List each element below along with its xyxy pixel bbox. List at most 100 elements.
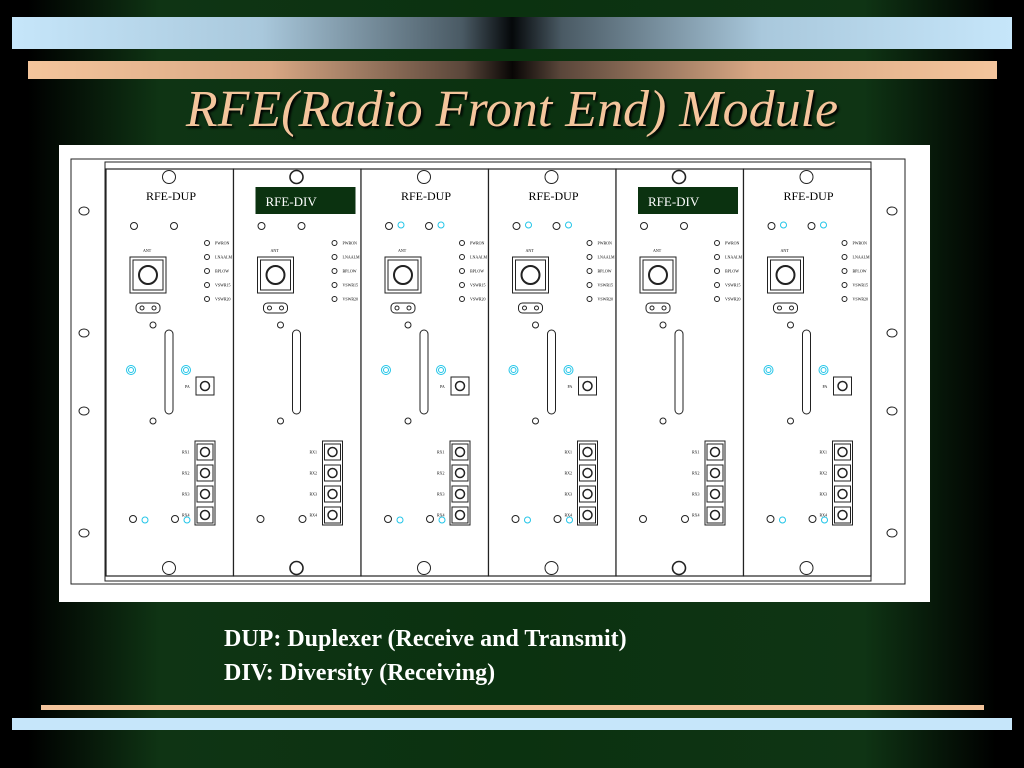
small-screw — [511, 515, 520, 523]
led-indicator — [331, 254, 338, 260]
module-label: RFE-DUP — [401, 189, 451, 203]
rx-connector-port — [709, 446, 721, 458]
module-label: RFE-DUP — [529, 189, 579, 203]
module-label-bg — [255, 187, 356, 214]
cyan-marker — [510, 367, 517, 373]
rx-label: RX1 — [437, 450, 445, 455]
rx-connector — [324, 443, 341, 461]
pa-connector — [578, 376, 597, 396]
small-screw — [384, 515, 392, 523]
small-screw — [681, 515, 689, 523]
rx-connector — [196, 506, 214, 524]
module-panel — [232, 168, 362, 577]
rx-label: RX2 — [565, 471, 573, 476]
rx-label: RX4 — [692, 513, 700, 518]
handle-slot — [802, 329, 811, 415]
rx-connector-port — [582, 467, 593, 479]
pa-connector-port — [199, 380, 211, 392]
module-label: RFE-DUP — [146, 189, 196, 203]
rx-label: RX1 — [310, 450, 318, 455]
led-indicator — [204, 240, 210, 246]
small-screw — [404, 417, 412, 425]
led-label: LNAALM — [598, 255, 616, 260]
rx-connector-port — [454, 509, 466, 521]
led-label: LNAALM — [853, 255, 871, 260]
ant-jack-pin — [522, 305, 527, 311]
led-label: PWRON — [215, 241, 230, 246]
small-screw — [659, 321, 667, 329]
small-screw — [298, 515, 307, 523]
module-panel — [742, 168, 872, 577]
rx-connector-port — [582, 446, 593, 458]
ant-connector-body — [512, 256, 549, 294]
handle-slot — [164, 329, 174, 415]
led-indicator — [841, 282, 848, 288]
ant-label: ANT — [143, 248, 152, 253]
led-label: VSWR20 — [215, 297, 231, 302]
ant-connector-port — [775, 265, 796, 285]
ant-jack-pin — [534, 305, 539, 311]
module-top-screw — [671, 169, 687, 185]
ant-connector-body — [767, 256, 804, 294]
ant-connector-port — [520, 265, 541, 285]
rx-connector-port — [454, 467, 466, 479]
led-indicator — [331, 240, 338, 246]
led-label: LNAALM — [215, 255, 233, 260]
rx-connector — [834, 485, 851, 503]
ant-jack-pin — [267, 305, 272, 311]
ant-jack — [390, 302, 416, 314]
module-label: RFE-DUP — [784, 189, 834, 203]
cyan-marker — [563, 365, 574, 375]
small-screw — [532, 321, 539, 329]
led-label: VSWR20 — [598, 297, 614, 302]
small-screw — [787, 417, 794, 425]
rx-connector-strip — [577, 440, 598, 526]
led-indicator — [459, 268, 465, 274]
cyan-marker — [383, 367, 389, 373]
rx-connector-port — [327, 446, 338, 458]
ant-label: ANT — [781, 248, 790, 253]
led-indicator — [714, 254, 720, 260]
led-label: BPLOW — [215, 269, 229, 274]
ant-connector-body — [639, 256, 677, 294]
ant-connector-port — [138, 265, 158, 285]
cyan-marker — [128, 367, 134, 373]
pa-connector — [195, 376, 215, 396]
ant-jack-pin — [139, 305, 145, 311]
bottom-decor-bar-peach — [41, 705, 984, 710]
cyan-marker — [524, 516, 531, 524]
cyan-marker — [508, 365, 519, 375]
mount-hole — [886, 328, 898, 338]
led-indicator — [586, 240, 593, 246]
rx-connector-strip — [704, 440, 726, 526]
ant-label: ANT — [398, 248, 407, 253]
rx-connector-port — [199, 467, 211, 479]
pa-connector-port — [454, 380, 466, 392]
rx-connector — [834, 464, 851, 482]
cyan-marker — [183, 367, 189, 373]
led-indicator — [714, 282, 720, 288]
ant-connector-inner — [515, 259, 546, 291]
legend-div: DIV: Diversity (Receiving) — [224, 660, 496, 686]
led-label: PWRON — [343, 241, 358, 246]
rx-connector — [451, 506, 469, 524]
rx-label: RX4 — [820, 513, 828, 518]
rx-connector-port — [327, 488, 338, 500]
rx-label: RX3 — [820, 492, 828, 497]
slide-title: RFE(Radio Front End) Module — [185, 81, 839, 138]
rx-connector — [579, 443, 596, 461]
led-label: LNAALM — [343, 255, 361, 260]
led-indicator — [204, 282, 210, 288]
rx-connector-port — [837, 446, 848, 458]
small-screw — [425, 222, 433, 230]
rx-connector — [196, 464, 214, 482]
led-label: VSWR15 — [598, 283, 614, 288]
handle-slot — [419, 329, 429, 415]
led-label: LNAALM — [470, 255, 488, 260]
mount-hole — [886, 406, 898, 416]
led-label: BPLOW — [853, 269, 867, 274]
rx-connector-port — [709, 467, 721, 479]
ant-jack-pin — [649, 305, 655, 311]
small-screw — [149, 417, 157, 425]
